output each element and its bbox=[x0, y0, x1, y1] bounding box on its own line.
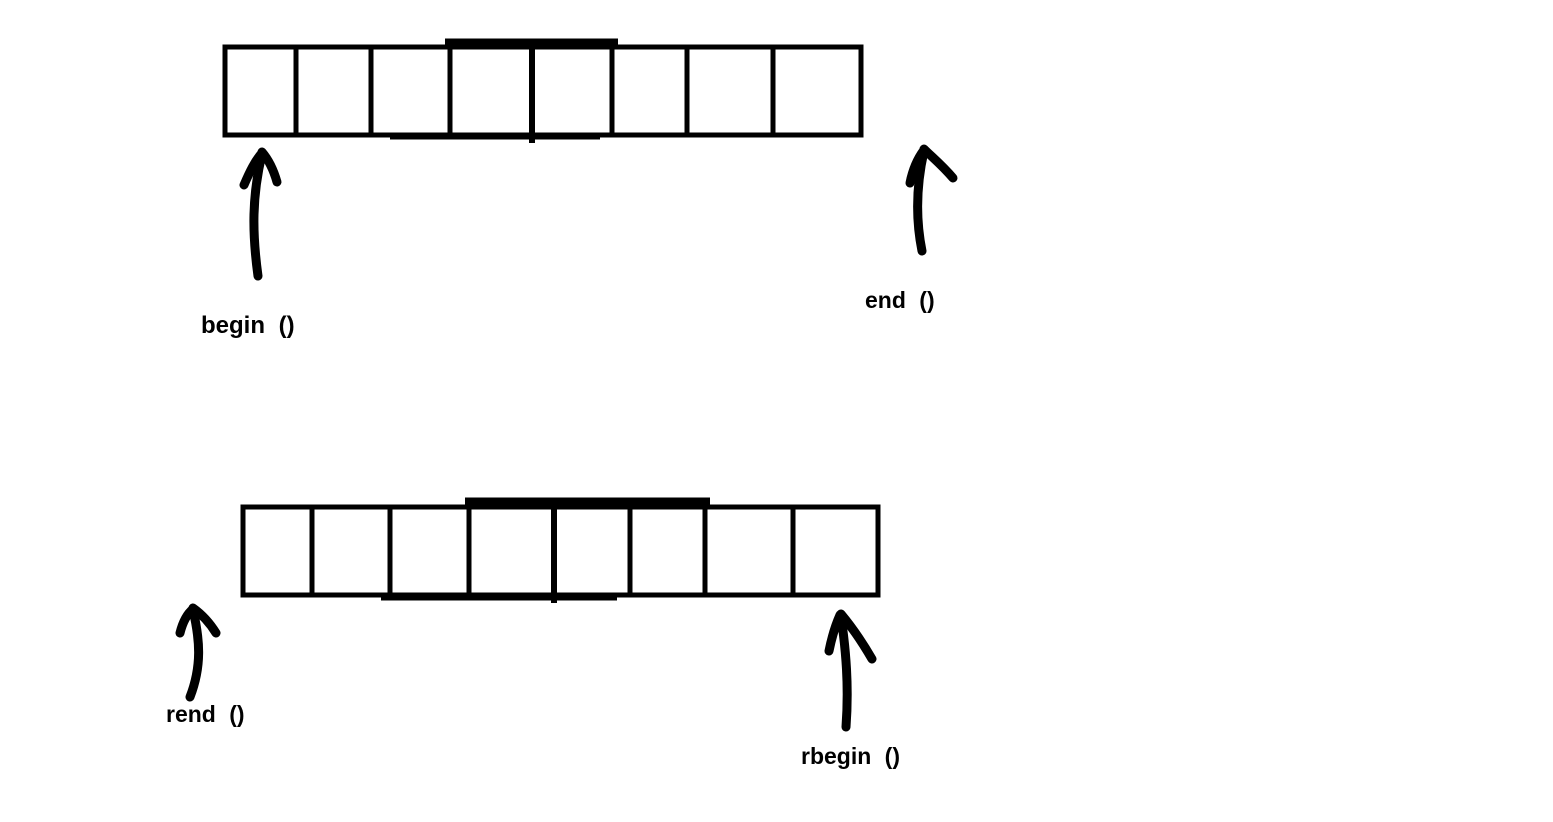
end-arrow-head bbox=[919, 144, 958, 183]
end-arrow-icon bbox=[905, 144, 958, 256]
top-array-outline bbox=[222, 44, 864, 138]
top-array bbox=[222, 38, 864, 143]
rend-arrow-head bbox=[188, 603, 221, 638]
bottom-array-outline bbox=[240, 504, 881, 598]
rbegin-label: rbegin () bbox=[801, 743, 900, 769]
rbegin-arrow-head bbox=[824, 610, 845, 656]
bottom-array bbox=[240, 497, 881, 603]
end-label: end () bbox=[865, 287, 935, 313]
begin-arrow-icon bbox=[239, 147, 282, 281]
begin-arrow-shaft bbox=[249, 149, 267, 281]
rbegin-arrow-head bbox=[836, 609, 877, 664]
rend-arrow-shaft bbox=[185, 605, 204, 702]
begin-arrow-head bbox=[257, 147, 282, 187]
rend-label: rend () bbox=[166, 701, 245, 727]
rbegin-arrow-shaft bbox=[836, 611, 852, 732]
rend-arrow-icon bbox=[175, 603, 221, 702]
rbegin-arrow-icon bbox=[824, 609, 877, 732]
begin-label: begin () bbox=[201, 312, 295, 339]
